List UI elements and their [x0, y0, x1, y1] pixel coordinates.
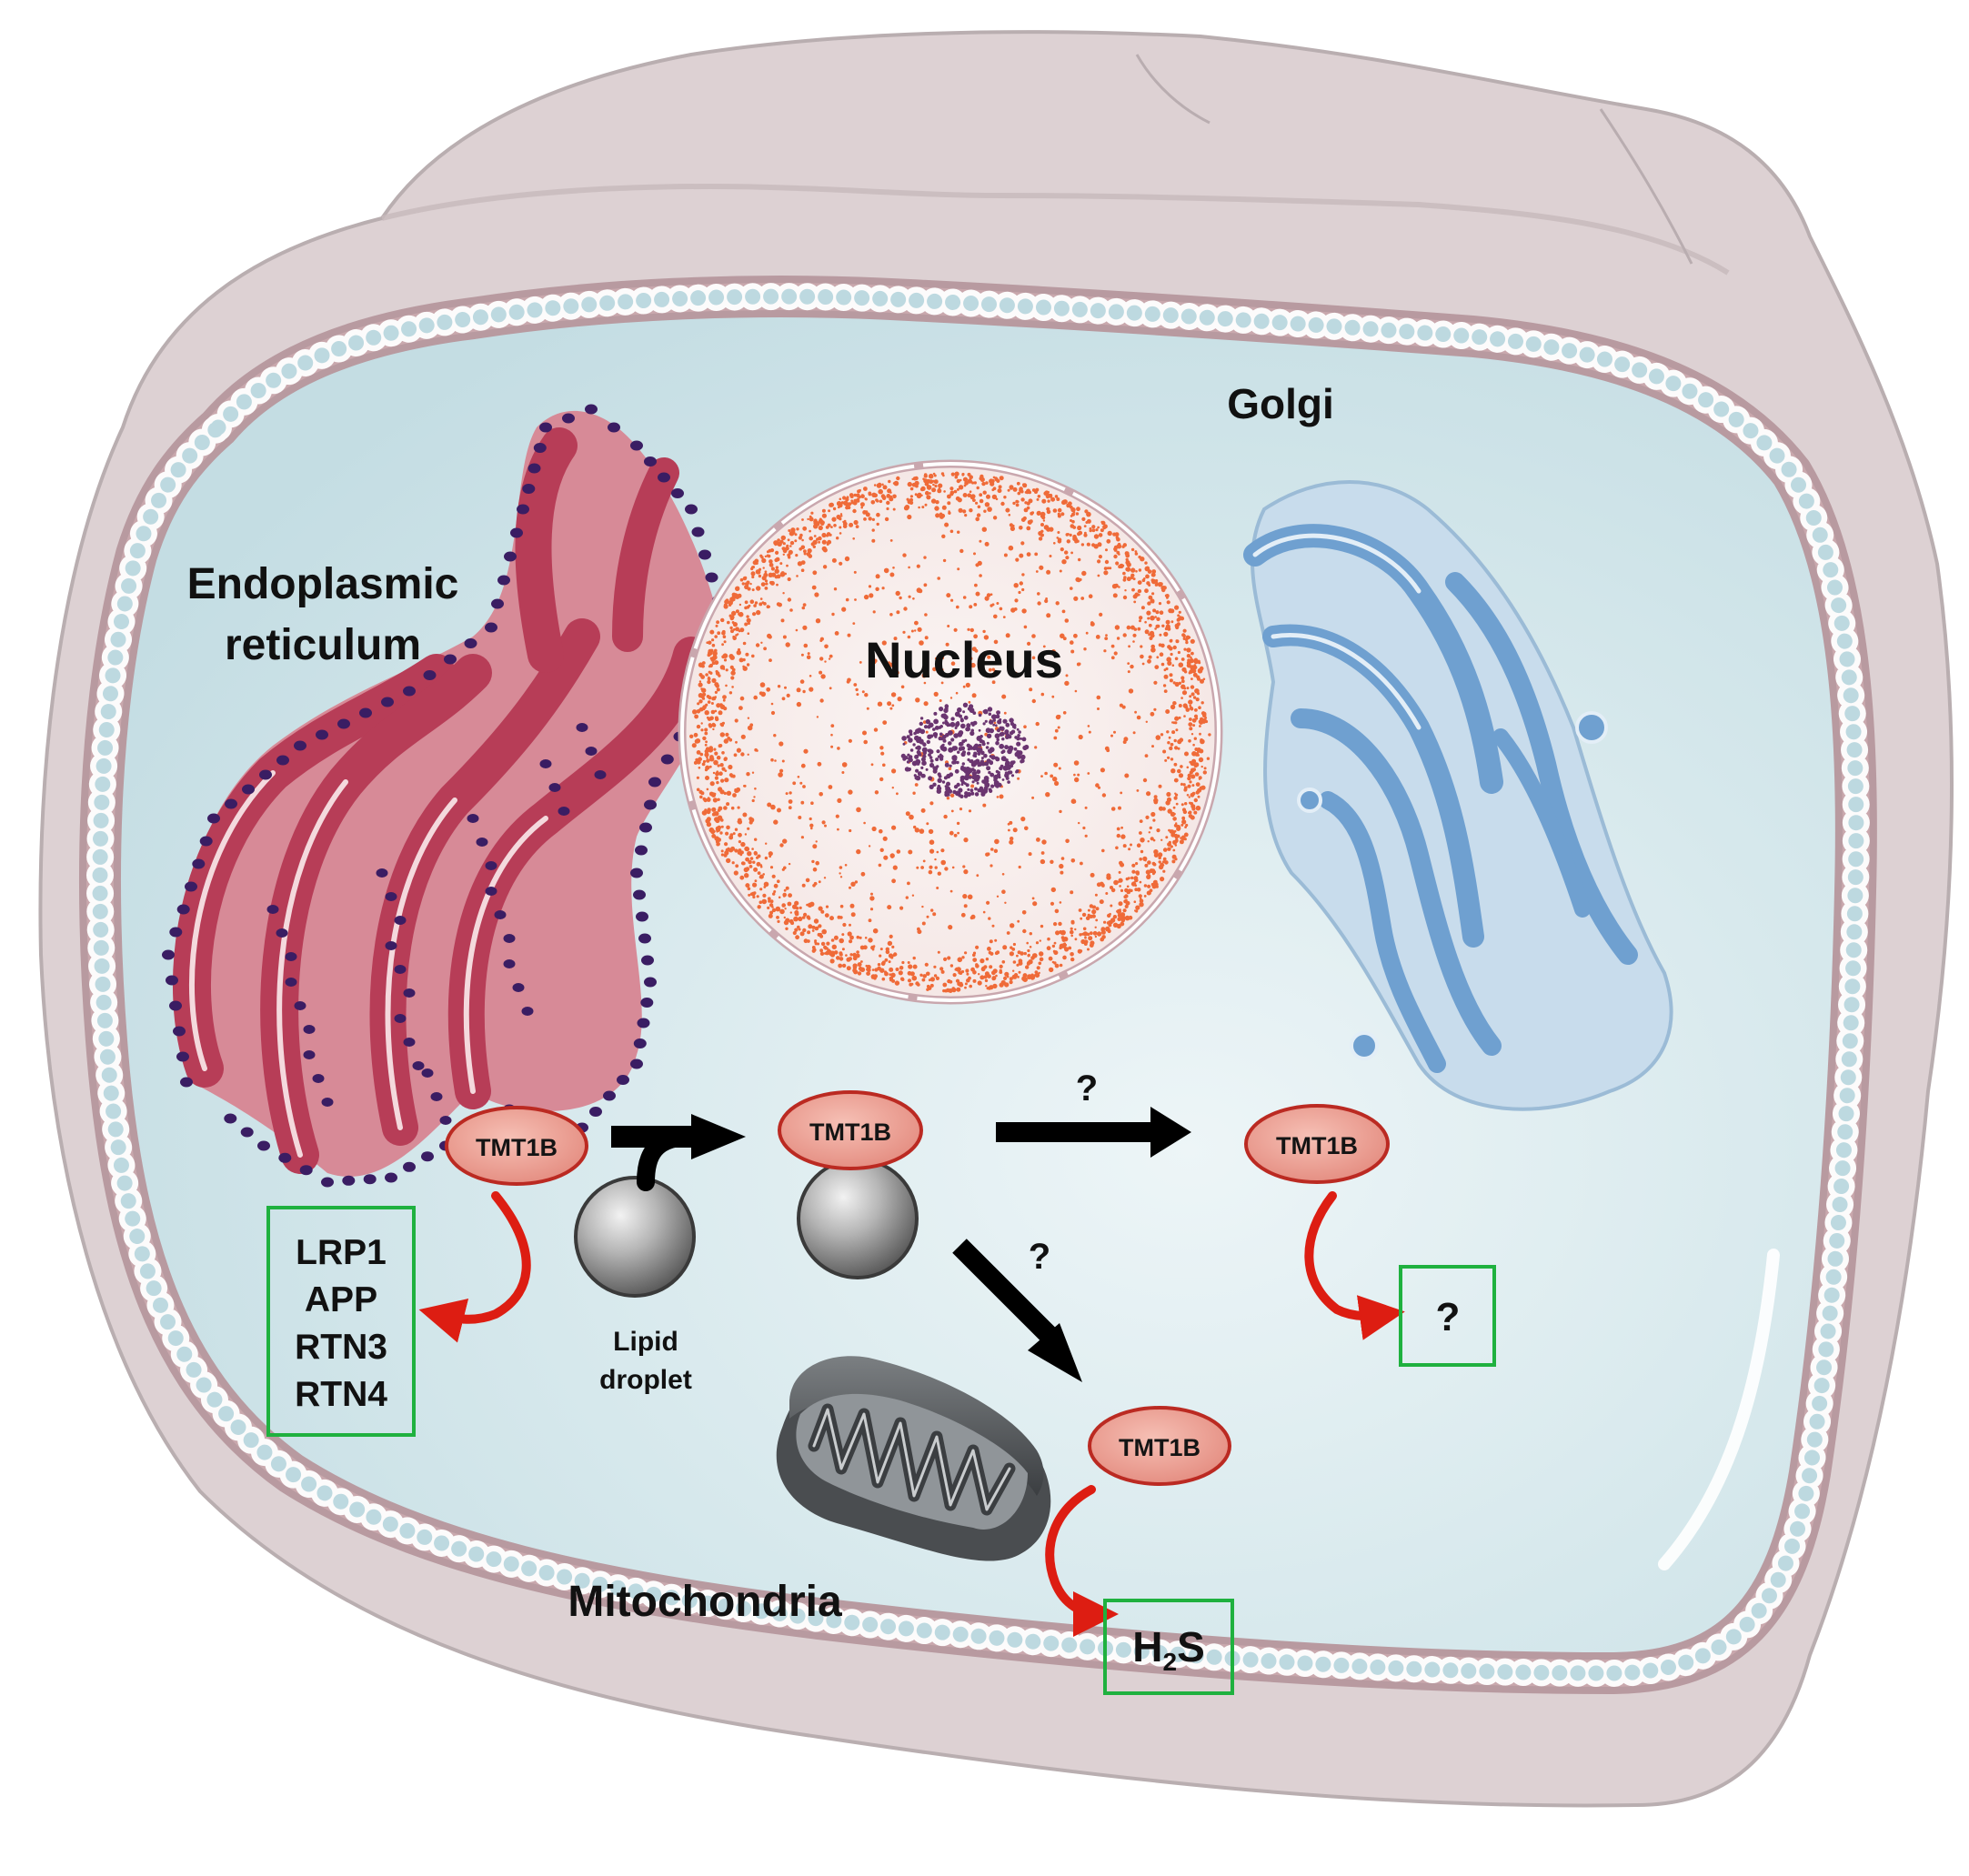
label-nucleus: Nucleus [865, 631, 1063, 688]
label-lipid-line1: Lipid [613, 1327, 678, 1357]
label-er-line1: Endoplasmic [187, 560, 459, 608]
tmt1b-golgi: TMT1B [1244, 1104, 1390, 1184]
tmt1b-lipid-droplet-label: TMT1B [809, 1119, 891, 1146]
substrate-rtn3: RTN3 [295, 1328, 387, 1367]
reaction-arrows [418, 1191, 1405, 1637]
mito-product-subscript: 2 [1162, 1648, 1177, 1676]
lipid-droplet-center [797, 1158, 919, 1279]
lipid-droplet-left [574, 1176, 696, 1298]
er-substrates-box: LRP1 APP RTN3 RTN4 [266, 1206, 416, 1437]
golgi [1243, 480, 1673, 1111]
nucleus [678, 459, 1223, 1005]
tmt1b-golgi-label: TMT1B [1276, 1132, 1358, 1159]
tmt1b-er-label: TMT1B [476, 1134, 558, 1161]
tmt1b-mitochondria-label: TMT1B [1119, 1434, 1200, 1461]
substrate-lrp1: LRP1 [296, 1233, 387, 1272]
flow-arrows [611, 1107, 1191, 1382]
substrate-app: APP [305, 1280, 377, 1319]
tmt1b-mitochondria: TMT1B [1088, 1406, 1231, 1486]
tmt1b-er: TMT1B [445, 1106, 588, 1186]
label-er-line2: reticulum [225, 621, 421, 669]
mito-product-box: H2S [1103, 1599, 1234, 1695]
mitochondrion [776, 1356, 1051, 1561]
unknown-mito-route: ? [1029, 1237, 1050, 1277]
label-lipid-line2: droplet [599, 1365, 692, 1395]
mito-product-tail: S [1177, 1623, 1205, 1670]
label-mitochondria: Mitochondria [568, 1578, 842, 1626]
tmt1b-lipid-droplet: TMT1B [778, 1090, 923, 1170]
mito-product: H2S [1132, 1623, 1205, 1676]
mito-product-base: H [1132, 1623, 1162, 1670]
cell-body [38, 30, 1954, 1808]
golgi-product-box: ? [1399, 1265, 1496, 1367]
substrate-rtn4: RTN4 [295, 1375, 387, 1414]
label-golgi: Golgi [1227, 380, 1334, 427]
unknown-golgi-route: ? [1076, 1068, 1098, 1109]
golgi-product: ? [1436, 1295, 1461, 1339]
